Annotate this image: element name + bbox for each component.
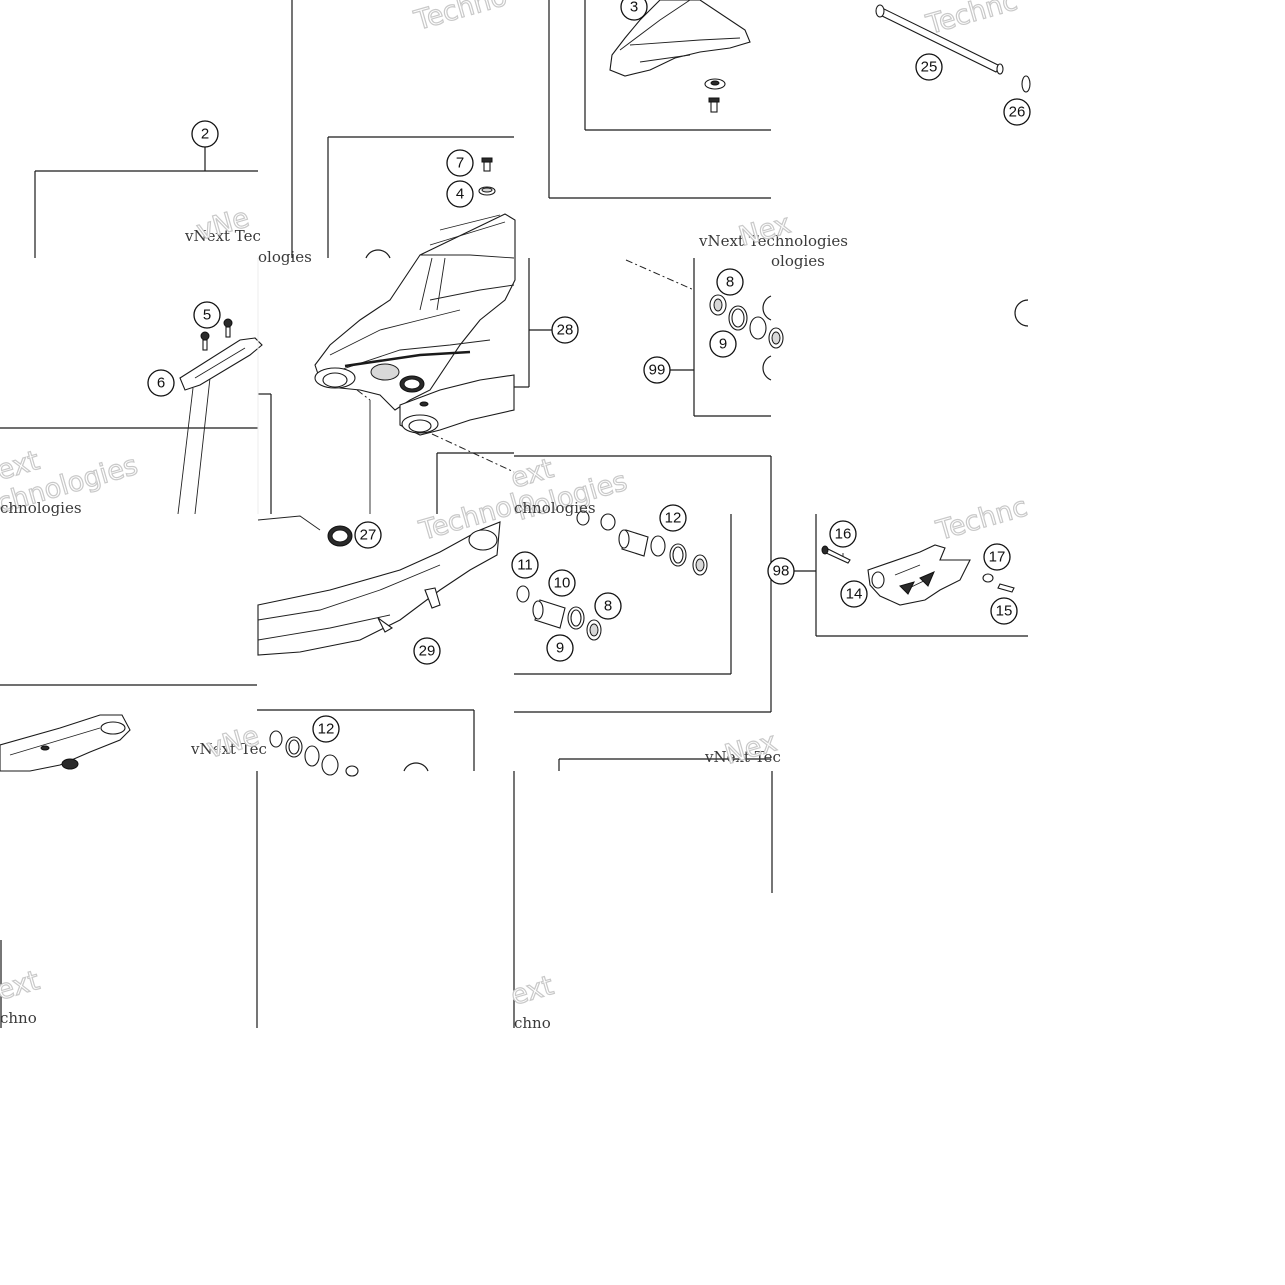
callout-26: 26: [1003, 98, 1031, 126]
callout-29: 29: [413, 637, 441, 665]
svg-text:9: 9: [556, 640, 564, 657]
leader-lines: [177, 257, 844, 560]
watermark-fragment: vNext Tec: [190, 740, 267, 758]
callout-8: 8: [716, 268, 744, 296]
bushing-set: [516, 510, 708, 641]
callout-2: 2: [191, 120, 219, 148]
bracket-lines: [0, 0, 1028, 1028]
bolt-and-cap: [478, 157, 496, 196]
callout-6: 6: [147, 369, 175, 397]
callout-7: 7: [446, 149, 474, 177]
watermark-fragment: ext: [0, 965, 43, 1007]
svg-text:26: 26: [1009, 104, 1026, 121]
watermark-fragment: ologies: [771, 252, 825, 270]
callout-17: 17: [983, 543, 1011, 571]
svg-text:11: 11: [517, 557, 533, 574]
watermark-fragment: vNext Tec: [184, 227, 261, 245]
svg-text:29: 29: [419, 643, 436, 660]
callout-11: 11: [511, 551, 539, 579]
watermark-fragment: chno: [514, 1014, 551, 1032]
clipped-callouts: [365, 249, 1029, 772]
watermark-fragment: Technc: [932, 491, 1030, 547]
callout-28: 28: [551, 316, 579, 344]
chain-slider: [179, 318, 263, 391]
watermark-fragment: Nex: [721, 727, 780, 771]
callout-8-lower: 8: [594, 592, 622, 620]
svg-text:17: 17: [989, 549, 1006, 566]
watermark-fragment: vNext Technologies: [698, 232, 848, 250]
callout-12-lower: 12: [312, 715, 340, 743]
callout-98: 98: [767, 557, 795, 585]
watermark-fragment: chno: [0, 1009, 37, 1027]
svg-text:8: 8: [604, 598, 612, 615]
svg-text:10: 10: [554, 575, 571, 592]
watermark-fragment: chnologies: [514, 499, 596, 517]
swingarm-side-view: [257, 515, 501, 656]
watermark-fragment: ext: [507, 453, 557, 495]
svg-text:12: 12: [318, 721, 335, 738]
watermark-fragment: vNe: [203, 720, 262, 764]
watermark-fragment: ext: [507, 970, 557, 1012]
callout-99: 99: [643, 356, 671, 384]
callout-25: 25: [915, 53, 943, 81]
svg-text:3: 3: [630, 0, 638, 16]
callout-9-lower: 9: [546, 634, 574, 662]
svg-text:12: 12: [665, 510, 682, 527]
watermark-fragment: vNext Tec: [704, 748, 781, 766]
svg-text:9: 9: [719, 336, 727, 353]
svg-text:16: 16: [835, 526, 852, 543]
svg-text:5: 5: [203, 307, 211, 324]
watermark-fragment: Technc: [922, 0, 1020, 41]
watermark-fragment: ologies: [258, 248, 312, 266]
callout-5: 5: [193, 301, 221, 329]
lower-rings: [269, 730, 359, 777]
swingarm-top-view: [609, 0, 751, 113]
callout-16: 16: [829, 520, 857, 548]
bearing-kit: [709, 294, 784, 349]
svg-text:99: 99: [649, 362, 666, 379]
swingarm-main: [314, 213, 516, 436]
watermarks: Techno Technc vNext Tec vNe vNext Techno…: [0, 0, 1031, 1032]
svg-text:14: 14: [846, 586, 863, 603]
watermark-fragment: chnologies: [0, 499, 82, 517]
svg-text:8: 8: [726, 274, 734, 291]
callout-10: 10: [548, 569, 576, 597]
chain-guide-kit: [821, 544, 1015, 606]
callout-27: 27: [354, 521, 382, 549]
svg-text:28: 28: [557, 322, 574, 339]
callout-15: 15: [990, 597, 1018, 625]
svg-text:7: 7: [456, 155, 464, 172]
callout-3: 3: [620, 0, 648, 21]
callout-12: 12: [659, 504, 687, 532]
callout-4: 4: [446, 180, 474, 208]
swingarm-axle: [875, 4, 1031, 93]
swingarm-lower-fragment: [0, 714, 131, 772]
svg-text:25: 25: [921, 59, 938, 76]
svg-text:98: 98: [773, 563, 790, 580]
svg-text:27: 27: [360, 527, 377, 544]
svg-text:15: 15: [996, 603, 1013, 620]
svg-text:4: 4: [456, 186, 464, 203]
watermark-fragment: Techno: [410, 0, 510, 37]
svg-text:2: 2: [201, 126, 209, 143]
callout-14: 14: [840, 580, 868, 608]
svg-text:6: 6: [157, 375, 165, 392]
callout-9: 9: [709, 330, 737, 358]
